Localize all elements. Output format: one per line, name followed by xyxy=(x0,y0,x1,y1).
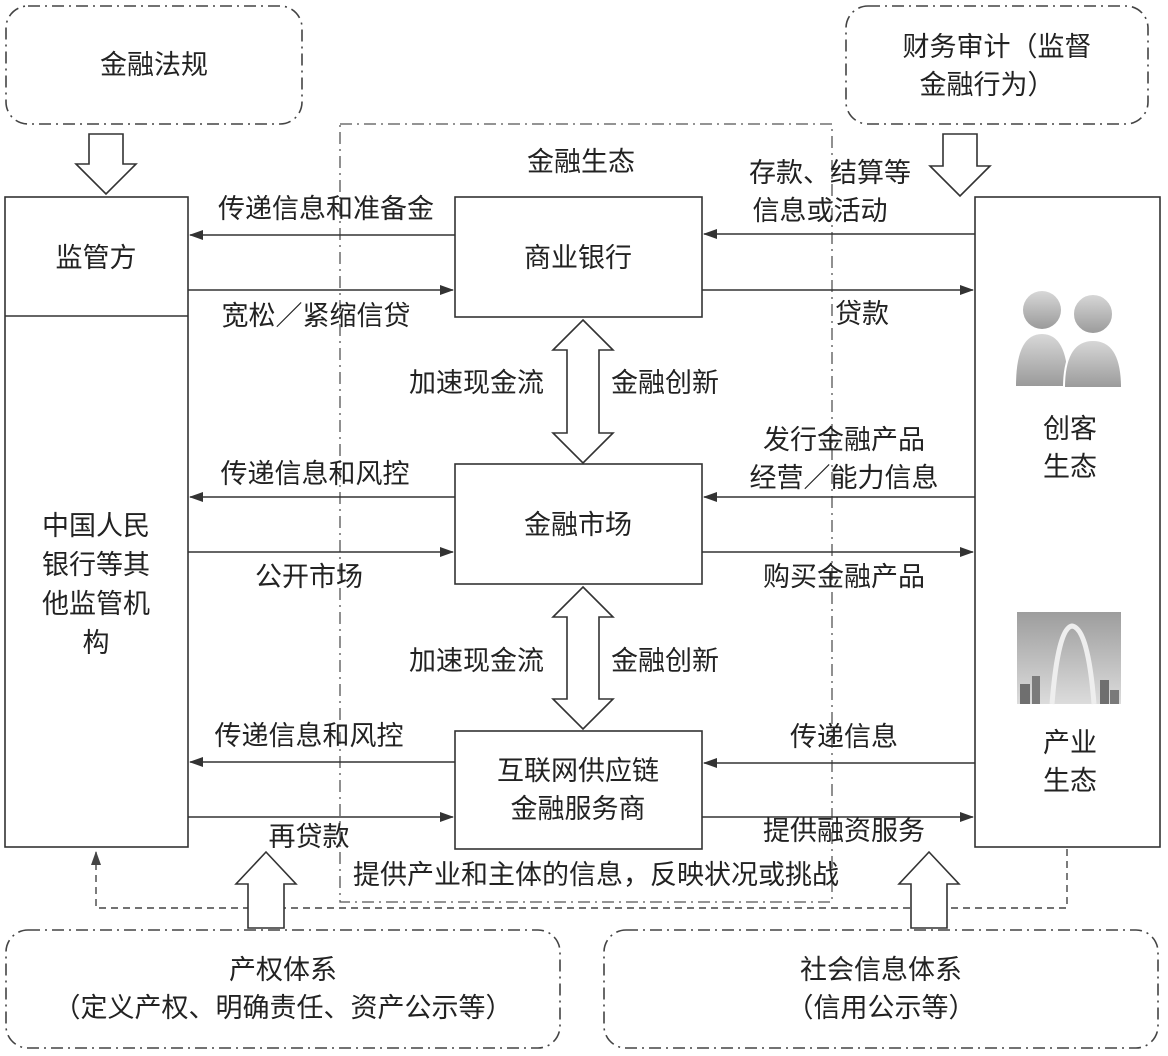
market-box: 金融市场 xyxy=(455,464,702,584)
social-label-line1: 社会信息体系 xyxy=(800,955,962,986)
industry-label-line1: 产业 xyxy=(1043,728,1097,759)
property-label-line1: 产权体系 xyxy=(229,955,337,986)
flow-label-deposit-line1: 存款、结算等 xyxy=(749,158,911,189)
feedback-label: 提供产业和主体的信息，反映状况或挑战 xyxy=(353,860,839,891)
pboc-label-line1: 中国人民 xyxy=(42,511,150,542)
pboc-label-line2: 银行等其 xyxy=(42,550,150,581)
ecosystems-column: 创客 生态 产业 生态 xyxy=(975,197,1160,847)
flow-label-buy-products: 购买金融产品 xyxy=(763,562,925,593)
property-label-line2: （定义产权、明确责任、资产公示等） xyxy=(54,993,513,1024)
flow-label-open-market: 公开市场 xyxy=(255,562,363,593)
flow-label-accelerate-cash-2: 加速现金流 xyxy=(409,646,544,677)
market-scf-double-arrow xyxy=(553,587,613,729)
social-label-line2: （信用公示等） xyxy=(787,993,976,1024)
city-arch-icon xyxy=(1017,612,1121,704)
market-label: 金融市场 xyxy=(524,510,632,541)
flow-label-info-risk-1: 传递信息和风控 xyxy=(221,459,410,490)
flow-label-financing-service: 提供融资服务 xyxy=(763,816,925,847)
flow-label-deposit-line2: 信息或活动 xyxy=(753,196,888,227)
scf-label-line2: 金融服务商 xyxy=(511,794,646,825)
flow-label-issue-line1: 发行金融产品 xyxy=(763,425,925,456)
bank-box: 商业银行 xyxy=(455,197,702,317)
industry-label-line2: 生态 xyxy=(1043,766,1097,797)
regulator-label: 监管方 xyxy=(56,243,137,274)
audit-label-line2: 金融行为） xyxy=(920,70,1055,101)
flow-label-pass-info: 传递信息 xyxy=(790,722,898,753)
maker-label-line2: 生态 xyxy=(1043,452,1097,483)
regulator-column: 监管方 中国人民 银行等其 他监管机 构 xyxy=(5,197,188,847)
scf-label-line1: 互联网供应链 xyxy=(497,756,659,787)
regulations-box: 金融法规 xyxy=(6,6,302,124)
flow-label-info-reserve: 传递信息和准备金 xyxy=(218,194,434,225)
audit-down-arrow xyxy=(930,134,990,196)
social-info-box: 社会信息体系 （信用公示等） xyxy=(604,930,1158,1048)
pboc-label-line4: 构 xyxy=(83,628,110,659)
audit-box: 财务审计（监督 金融行为） xyxy=(846,6,1148,124)
pboc-label-line3: 他监管机 xyxy=(42,589,150,620)
regulations-down-arrow xyxy=(76,134,136,194)
ecosystem-title: 金融生态 xyxy=(527,147,635,178)
flow-label-innovation-1: 金融创新 xyxy=(611,368,719,399)
flow-label-info-risk-2: 传递信息和风控 xyxy=(215,721,404,752)
flow-label-credit-policy: 宽松／紧缩信贷 xyxy=(222,301,411,332)
scf-box: 互联网供应链 金融服务商 xyxy=(455,731,702,849)
flow-label-relending: 再贷款 xyxy=(269,822,350,853)
property-up-arrow xyxy=(236,852,296,928)
flow-label-issue-line2: 经营／能力信息 xyxy=(750,463,939,494)
regulations-label: 金融法规 xyxy=(100,50,208,81)
flow-label-accelerate-cash-1: 加速现金流 xyxy=(409,368,544,399)
property-rights-box: 产权体系 （定义产权、明确责任、资产公示等） xyxy=(6,930,560,1048)
flow-label-innovation-2: 金融创新 xyxy=(611,646,719,677)
maker-label-line1: 创客 xyxy=(1043,414,1097,445)
flow-label-loan: 贷款 xyxy=(835,299,889,330)
bank-market-double-arrow xyxy=(553,320,613,463)
bank-label: 商业银行 xyxy=(524,243,632,274)
social-up-arrow xyxy=(899,852,959,928)
audit-label-line1: 财务审计（监督 xyxy=(903,32,1092,63)
